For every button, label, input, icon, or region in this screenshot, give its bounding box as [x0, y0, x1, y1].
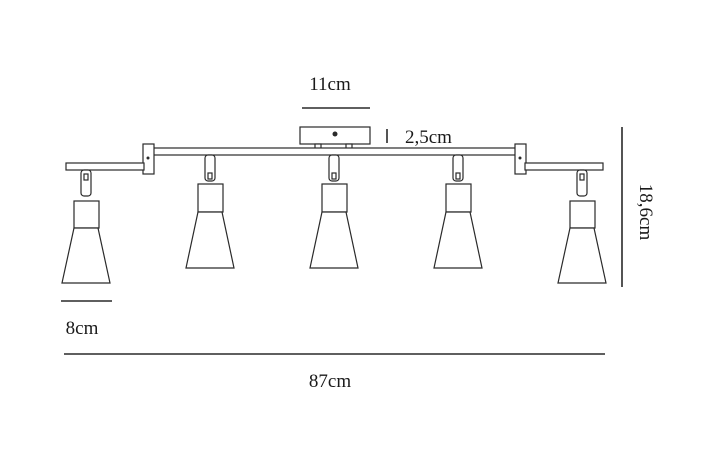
- canopy-width-label: 11cm: [309, 74, 351, 95]
- spot-holder: [197, 183, 224, 213]
- spotlight-2: [185, 154, 235, 269]
- spot-knuckle-slot: [455, 172, 461, 180]
- spot-shade: [433, 211, 483, 269]
- spot-knuckle-slot: [331, 172, 337, 180]
- total-width-label: 87cm: [309, 371, 351, 392]
- spot-knuckle-slot: [579, 173, 585, 181]
- spot-knuckle-slot: [83, 173, 89, 181]
- right-joint-dot: [518, 156, 522, 160]
- spot-holder: [445, 183, 472, 213]
- spot-holder: [569, 200, 596, 229]
- spot-shade: [61, 227, 111, 284]
- left-arm: [65, 162, 145, 171]
- spot-shade: [309, 211, 359, 269]
- spotlight-3: [309, 154, 359, 269]
- spot-holder: [73, 200, 100, 229]
- left-joint-dot: [146, 156, 150, 160]
- canopy-height-label: 2,5cm: [405, 127, 452, 148]
- spot-shade: [185, 211, 235, 269]
- total-height-label: 18,6cm: [635, 184, 656, 241]
- spot-shade: [557, 227, 607, 284]
- spot-knuckle-slot: [207, 172, 213, 180]
- spot-holder: [321, 183, 348, 213]
- canopy-screw: [332, 131, 338, 137]
- spotlight-5: [557, 169, 607, 284]
- main-bar: [152, 147, 517, 156]
- spotlight-4: [433, 154, 483, 269]
- spotlight-1: [61, 169, 111, 284]
- shade-width-label: 8cm: [66, 318, 99, 339]
- right-arm: [524, 162, 604, 171]
